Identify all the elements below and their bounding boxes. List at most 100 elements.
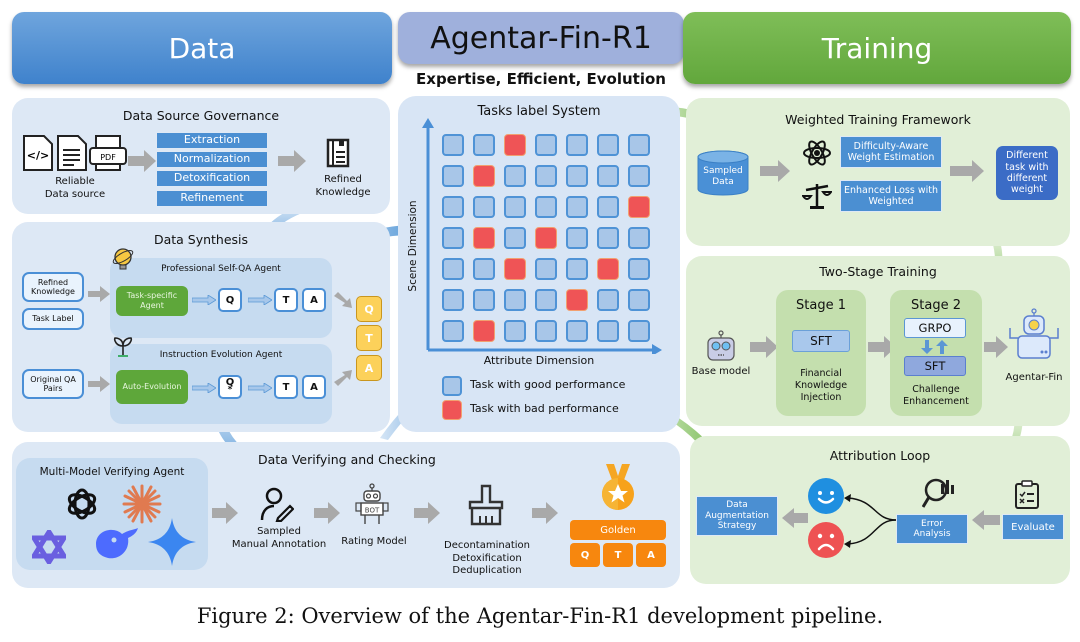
exchange-arrows-icon	[921, 340, 948, 354]
arrow-right-icon	[128, 150, 156, 172]
step-extraction: Extraction	[156, 132, 268, 149]
agentar-robot-icon	[1009, 308, 1059, 359]
model-title-label: Agentar-Fin-R1	[430, 20, 652, 56]
arrow-right-icon	[950, 160, 984, 182]
task-cell-bad	[628, 196, 650, 218]
task-cell-bad	[473, 227, 495, 249]
evolution-q-star: Q*	[218, 375, 242, 399]
evolution-t: T	[274, 375, 298, 399]
task-cell-good	[504, 320, 526, 342]
deepseek-logo-icon	[96, 528, 138, 559]
attribution-title: Attribution Loop	[829, 448, 931, 463]
subtitle: Expertise, Efficient, Evolution	[416, 70, 666, 88]
evaluate-box: Evaluate	[1002, 514, 1064, 540]
base-robot-icon	[707, 330, 735, 361]
arrow-right-icon	[760, 160, 790, 182]
stage-1-title: Stage 1	[796, 298, 846, 313]
svg-text:PDF: PDF	[100, 153, 116, 162]
task-cell-bad	[597, 258, 619, 280]
arrow-right-icon	[88, 286, 110, 302]
claude-logo-icon	[122, 484, 162, 524]
golden-label: Golden	[570, 520, 666, 540]
task-cell-good	[504, 165, 526, 187]
output-q: Q	[356, 296, 382, 322]
difficulty-aware-weight-estimation: Difficulty-Aware Weight Estimation	[840, 136, 942, 168]
stage-2-grpo: GRPO	[904, 318, 966, 338]
agentar-fin-label: Agentar-Fin	[1005, 372, 1063, 383]
governance-title: Data Source Governance	[122, 108, 280, 123]
step-detoxification: Detoxification	[156, 170, 268, 187]
task-cell-good	[566, 258, 588, 280]
instruction-evolution-agent-panel: Instruction Evolution Agent Auto-Evoluti…	[110, 344, 332, 424]
task-cell-good	[535, 134, 557, 156]
golden-a: A	[636, 543, 666, 567]
data-synthesis-panel: Data Synthesis Refined Knowledge Task La…	[12, 222, 390, 432]
auto-evolution-agent: Auto-Evolution	[116, 370, 188, 404]
user-edit-icon	[260, 487, 294, 522]
task-cell-good	[597, 196, 619, 218]
robot-bot-icon: BOT	[355, 483, 389, 524]
task-cell-good	[566, 134, 588, 156]
balance-scale-icon	[802, 184, 832, 209]
task-cell-good	[597, 165, 619, 187]
multi-model-title: Multi-Model Verifying Agent	[39, 466, 185, 478]
task-cell-bad	[473, 320, 495, 342]
stage-2-title: Stage 2	[911, 298, 961, 313]
task-cell-bad	[535, 227, 557, 249]
checklist-clipboard-icon	[1015, 480, 1039, 509]
arrow-right-icon	[984, 336, 1008, 358]
arrow-right-icon	[868, 336, 896, 358]
branch-arrows-icon	[844, 494, 896, 548]
notebook-icon	[326, 138, 350, 168]
code-file-icon: </>	[23, 135, 53, 171]
sampled-data-label: Sampled Data	[703, 166, 743, 188]
broom-icon	[468, 484, 504, 526]
task-cell-good	[535, 196, 557, 218]
arrow-right-icon	[278, 150, 306, 172]
evolution-a: A	[302, 375, 326, 399]
two-stage-title: Two-Stage Training	[819, 264, 937, 279]
task-cell-good	[473, 289, 495, 311]
task-cell-good	[628, 134, 650, 156]
arrow-right-icon	[248, 295, 272, 305]
legend-bad-label: Task with bad performance	[470, 402, 619, 415]
arrow-right-icon	[192, 295, 216, 305]
task-cell-good	[628, 227, 650, 249]
task-cell-good	[504, 196, 526, 218]
task-cell-bad	[504, 258, 526, 280]
figure-caption: Figure 2: Overview of the Agentar-Fin-R1…	[196, 604, 884, 628]
two-stage-training-panel: Two-Stage Training Base model Stage 1 SF…	[686, 256, 1070, 426]
model-title-header: Agentar-Fin-R1	[398, 12, 684, 64]
self-qa-agent-panel: Professional Self-QA Agent Task-specific…	[110, 258, 332, 338]
weighted-training-panel: Weighted Training Framework Sampled Data…	[686, 98, 1070, 246]
task-cell-good	[504, 289, 526, 311]
task-cell-good	[442, 258, 464, 280]
task-cell-good	[473, 134, 495, 156]
pdf-printer-icon: PDF	[89, 135, 127, 171]
task-cell-good	[566, 165, 588, 187]
task-cell-good	[442, 134, 464, 156]
database-icon	[697, 150, 749, 196]
task-cell-good	[597, 289, 619, 311]
rating-model-label: Rating Model	[341, 536, 407, 547]
base-model-label: Base model	[691, 366, 751, 377]
task-cell-good	[442, 320, 464, 342]
arrow-right-icon	[88, 376, 110, 392]
task-cell-good	[566, 227, 588, 249]
magnify-chart-icon	[922, 478, 954, 508]
task-grid	[442, 134, 654, 346]
input-refined-knowledge: Refined Knowledge	[22, 272, 84, 302]
x-axis-label: Attribute Dimension	[483, 354, 595, 367]
task-cell-bad	[473, 165, 495, 187]
task-cell-good	[535, 289, 557, 311]
